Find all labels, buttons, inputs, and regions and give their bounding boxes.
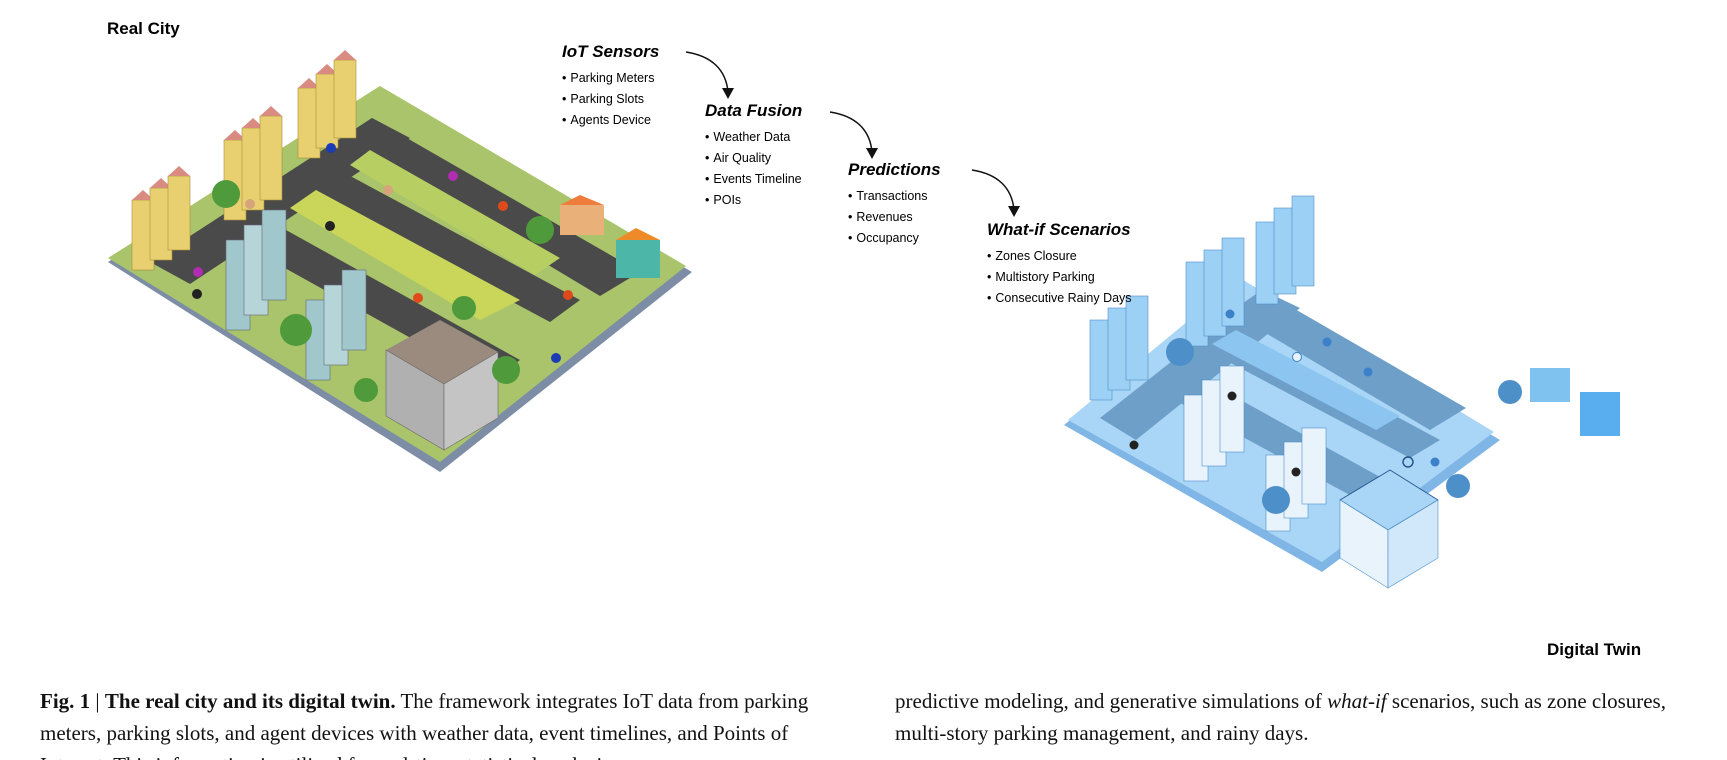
figure-label: Fig. 1 — [40, 689, 91, 713]
caption-text: The framework integrates IoT data from p… — [40, 689, 809, 760]
stage-item: Agents Device — [562, 110, 659, 131]
caption-separator: | — [95, 689, 100, 713]
caption-text: scenarios, such as zone closures, multi-… — [895, 689, 1666, 745]
stage-what-if-scenarios: What-if Scenarios Zones Closure Multisto… — [987, 220, 1132, 309]
digital-twin-illustration — [1064, 195, 1620, 589]
stage-iot-sensors: IoT Sensors Parking Meters Parking Slots… — [562, 42, 659, 131]
stage-title: Data Fusion — [705, 101, 803, 120]
real-city-illustration — [108, 50, 692, 472]
stage-item: Events Timeline — [705, 169, 802, 190]
stage-item: Revenues — [848, 207, 941, 228]
stage-item: Occupancy — [848, 228, 941, 249]
stage-title: What-if Scenarios — [987, 220, 1131, 239]
stage-item: Consecutive Rainy Days — [987, 288, 1131, 309]
stage-predictions: Predictions Transactions Revenues Occupa… — [848, 160, 941, 249]
stage-title: IoT Sensors — [562, 42, 660, 61]
flow-arrows — [685, 51, 1015, 211]
digital-twin-label: Digital Twin — [1547, 640, 1642, 659]
stage-item: Weather Data — [705, 127, 802, 148]
stage-item: Air Quality — [705, 148, 802, 169]
caption-column-1: Fig. 1 | The real city and its digital t… — [40, 685, 860, 760]
stage-item: Transactions — [848, 186, 941, 207]
caption-column-2: predictive modeling, and generative simu… — [895, 685, 1715, 749]
caption-emphasis: what-if — [1327, 689, 1387, 713]
stage-item: Zones Closure — [987, 246, 1132, 267]
stage-item: Multistory Parking — [987, 267, 1132, 288]
caption-text: predictive modeling, and generative simu… — [895, 689, 1322, 713]
real-city-label: Real City — [107, 19, 180, 38]
stage-item: Parking Slots — [562, 89, 659, 110]
stage-title: Predictions — [848, 160, 941, 179]
stage-data-fusion: Data Fusion Weather Data Air Quality Eve… — [705, 101, 802, 211]
stage-item: Parking Meters — [562, 68, 659, 89]
stage-item: POIs — [705, 190, 802, 211]
figure-title: The real city and its digital twin. — [104, 689, 396, 713]
